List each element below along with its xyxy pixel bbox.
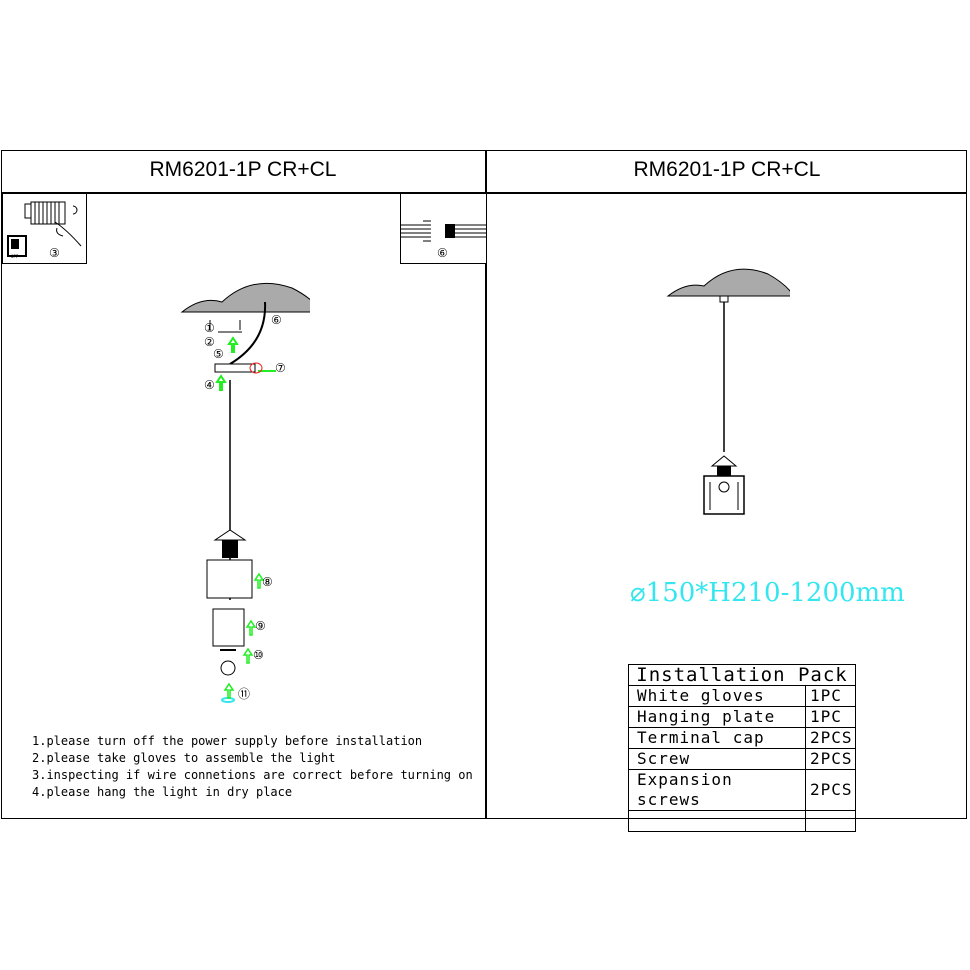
instruction-item: 1.please turn off the power supply befor… — [32, 734, 423, 748]
item-name — [628, 810, 806, 832]
step-8-label: ⑧ — [262, 575, 273, 589]
step-9-label: ⑨ — [255, 619, 266, 633]
instructions-list: 1.please turn off the power supply befor… — [32, 733, 473, 801]
step-2-label: ② — [204, 335, 215, 349]
step-4-label: ④ — [204, 378, 215, 392]
right-title: RM6201-1P CR+CL — [633, 158, 821, 181]
divider — [1, 192, 967, 194]
wire-connector-icon — [401, 220, 486, 242]
item-qty: 2PCS — [805, 727, 856, 749]
item-qty: 2PCS — [805, 748, 856, 770]
ceiling-canopy — [180, 282, 310, 313]
assembled-lamp-drawing — [666, 268, 790, 515]
item-qty — [805, 810, 856, 832]
instruction-item: 2.please take gloves to assemble the lig… — [32, 751, 336, 765]
step-3-label: ③ — [49, 246, 60, 260]
item-name: Expansion screws — [628, 769, 806, 811]
instruction-item: 4.please hang the light in dry place — [32, 785, 293, 799]
instruction-item: 3.inspecting if wire connetions are corr… — [32, 768, 473, 782]
step-5-label: ⑤ — [213, 347, 224, 361]
item-name: Terminal cap — [628, 727, 806, 749]
divider — [485, 150, 487, 819]
step-6-label: ⑥ — [437, 246, 448, 260]
item-qty: 1PC — [805, 706, 856, 728]
table-title: Installation Pack — [628, 664, 856, 686]
step-1-label: ① — [204, 321, 215, 335]
off-label: OFF — [11, 254, 19, 259]
step-11-label: ⑪ — [238, 687, 251, 701]
item-name: Screw — [628, 748, 806, 770]
item-qty: 2PCS — [805, 769, 856, 811]
left-title: RM6201-1P CR+CL — [149, 158, 337, 181]
step-6-label: ⑥ — [271, 313, 282, 327]
document-frame — [1, 150, 967, 819]
step-10-label: ⑩ — [253, 648, 264, 662]
hand-switch-icon — [7, 201, 82, 257]
wire-connection-box: ⑥ — [400, 193, 487, 264]
item-qty: 1PC — [805, 685, 856, 707]
exploded-assembly-diagram — [180, 282, 310, 703]
dimensions-label: ⌀150*H210-1200mm — [630, 578, 905, 608]
table-row — [628, 810, 856, 832]
item-name: Hanging plate — [628, 706, 806, 728]
power-off-box: ③ OFF — [2, 193, 87, 264]
step-7-label: ⑦ — [275, 361, 286, 375]
item-name: White gloves — [628, 685, 806, 707]
